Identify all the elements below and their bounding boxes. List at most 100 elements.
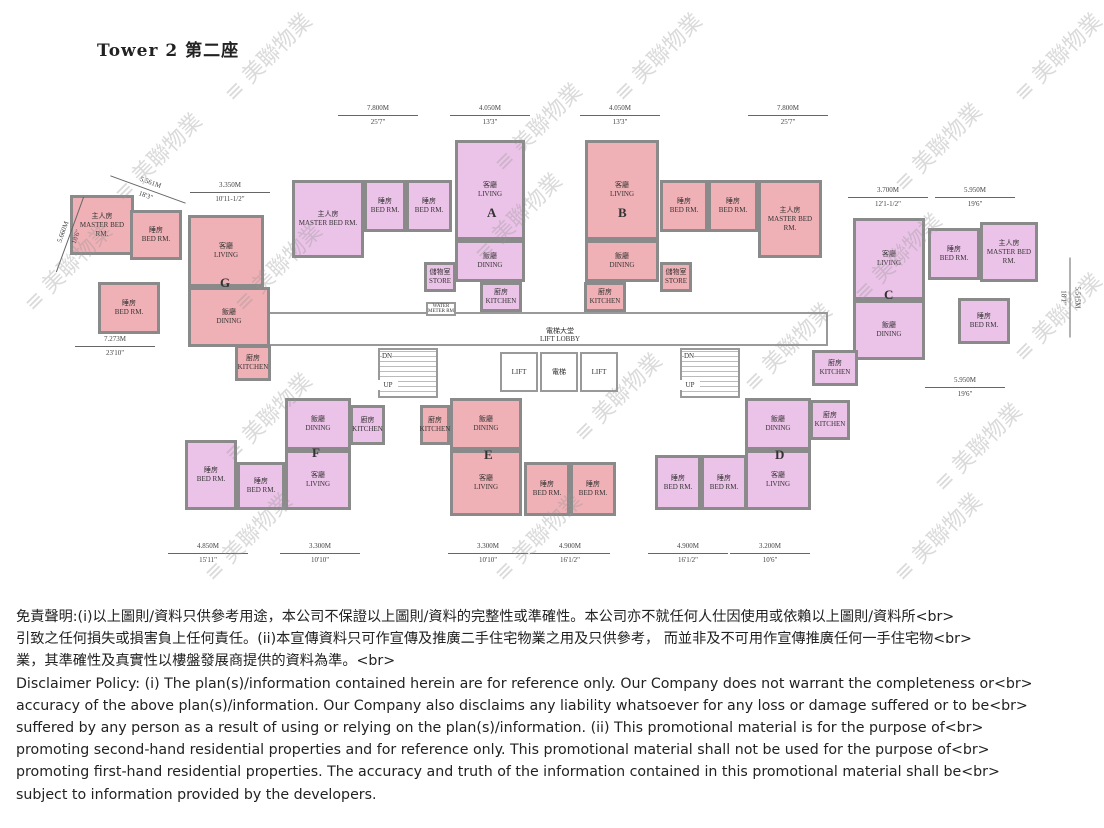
- lift-1: LIFT: [500, 352, 538, 392]
- room-label-en: BED RM.: [578, 489, 608, 497]
- dimension-metric: 7.800M: [367, 104, 389, 112]
- dimension-line: [190, 192, 270, 193]
- dimension-metric: 3.300M: [477, 542, 499, 550]
- room-label-cn: 睡房: [378, 197, 392, 205]
- room-label-en: BED RM.: [532, 489, 562, 497]
- room-label-cn: 飯廳: [479, 415, 493, 423]
- room-label-cn: 睡房: [947, 245, 961, 253]
- room-label-cn: 客廳: [771, 471, 785, 479]
- room-label-cn: 睡房: [540, 480, 554, 488]
- dimension-imperial: 10'10": [478, 556, 498, 564]
- room-label-en: DINING: [765, 424, 791, 432]
- room-label-cn: 睡房: [204, 466, 218, 474]
- dimension-imperial: 12'1-1/2": [875, 200, 901, 208]
- room-label-cn: 廚房: [494, 288, 508, 296]
- watermark-logo: ≡ 美聯物業: [889, 488, 988, 587]
- unit-g-label: G: [220, 275, 231, 290]
- unit-f-label: F: [312, 445, 320, 460]
- dimension-label: 5.515M 18'1": [1058, 257, 1083, 338]
- dimension-line: [75, 346, 155, 347]
- room-label-cn: 睡房: [586, 480, 600, 488]
- room-label-en: BED RM.: [939, 254, 969, 262]
- dimension-imperial: 10'10": [310, 556, 330, 564]
- room-label-cn: 廚房: [828, 359, 842, 367]
- room-label-cn: 主人房: [317, 210, 339, 218]
- dimension-imperial: 15'11": [199, 556, 217, 564]
- dimension-metric: 5.950M: [964, 186, 986, 194]
- room-label-cn: 睡房: [726, 197, 740, 205]
- unit-b-label: B: [618, 205, 627, 220]
- dimension-metric: 4.050M: [479, 104, 501, 112]
- room-label-cn: 客廳: [615, 181, 629, 189]
- dimension-line: [648, 553, 728, 554]
- room-label-cn: 廚房: [823, 411, 837, 419]
- dimension-label: 3.700M 12'1-1/2": [848, 185, 928, 210]
- dimension-imperial: 18'1": [1059, 290, 1068, 305]
- room-label-cn: 儲物室: [429, 268, 451, 276]
- room-label-cn: 睡房: [122, 299, 136, 307]
- dimension-metric: 4.900M: [559, 542, 581, 550]
- lift-2: 電梯: [540, 352, 578, 392]
- room-label-en: LIVING: [876, 259, 902, 267]
- room-label-cn: 客廳: [479, 474, 493, 482]
- room-label-en: DINING: [477, 261, 503, 269]
- dimension-metric: 3.200M: [759, 542, 781, 550]
- staircase-left: DN: [378, 348, 438, 398]
- room-label-cn: 飯廳: [882, 321, 896, 329]
- room-label-cn: 廚房: [246, 354, 260, 362]
- room-label-en: BED RM.: [114, 308, 144, 316]
- room-label-cn: 睡房: [671, 473, 685, 482]
- room-label-en: BED RM.: [246, 486, 276, 494]
- dimension-line: [280, 553, 360, 554]
- dimension-line: [730, 553, 810, 554]
- room-label-cn: 主人房: [779, 205, 801, 214]
- floor-plan: Tower 2 第二座 電梯大堂 LIFT LOBBY LIFT 電梯 LIFT…: [20, 9, 1104, 587]
- unit-c-label: C: [884, 287, 894, 302]
- disclaimer-line: suffered by any person as a result of us…: [16, 720, 984, 737]
- room-label-cn: 睡房: [677, 197, 691, 205]
- room-label-en: BED RM.: [141, 235, 171, 243]
- unit-e-label: E: [484, 447, 493, 462]
- lift-lobby-en: LIFT LOBBY: [539, 335, 581, 343]
- watermark-logo: ≡ 美聯物業: [889, 98, 988, 197]
- dimension-imperial: 19'6": [957, 390, 973, 398]
- room-label-en: LIVING: [609, 190, 635, 198]
- room-label-en: DINING: [876, 330, 902, 338]
- room-label-en: KITCHEN: [814, 420, 846, 428]
- dimension-line: [848, 197, 928, 198]
- room-label-en: KITCHEN: [589, 297, 621, 305]
- room-label-cn: 飯廳: [615, 252, 629, 260]
- dimension-metric: 5.515M: [1073, 286, 1082, 309]
- room-label-cn: 飯廳: [311, 415, 325, 423]
- water-meter-room: WATER METER RM: [426, 302, 456, 316]
- dimension-metric: 3.700M: [877, 186, 899, 194]
- room-label-en: MASTER BED RM.: [767, 214, 813, 232]
- room-label-en: DINING: [305, 424, 331, 432]
- room-label-en: DINING: [609, 261, 635, 269]
